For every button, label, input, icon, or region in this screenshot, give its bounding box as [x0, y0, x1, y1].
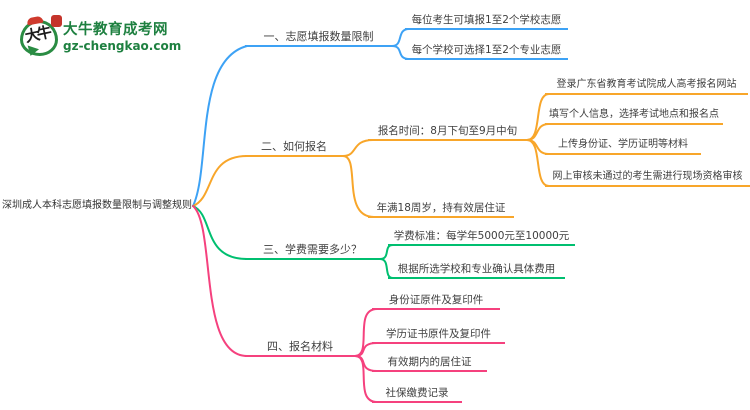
branch-4-connectors	[192, 205, 378, 403]
logo-brand-characters: 大牛	[23, 23, 51, 46]
branch-3-subtopic-2: 根据所选学校和专业确认具体费用	[388, 261, 565, 279]
branch-1-subtopic-2: 每个学校可选择1至2个专业志愿	[405, 42, 568, 60]
branch-1-connectors	[192, 28, 410, 207]
branch-2-subtopic-1-item-1: 登录广东省教育考试院成人高考报名网站	[545, 77, 748, 95]
site-domain: gz-chengkao.com	[63, 39, 182, 53]
branch-2-connectors	[192, 93, 550, 218]
logo-bubble-icon: 大牛	[20, 15, 62, 56]
branch-2-subtopic-1-item-2: 填写个人信息，选择考试地点和报名点	[545, 107, 723, 125]
branch-4-subtopic-2: 学历证书原件及复印件	[372, 326, 505, 344]
root-topic: 深圳成人本科志愿填报数量限制与调整规则	[2, 200, 192, 211]
branch-1-subtopic-1: 每位考生可填报1至2个学校志愿	[405, 12, 568, 30]
logo-text-block: 大牛教育成考网 gz-chengkao.com	[63, 22, 181, 54]
branch-4-subtopic-1: 身份证原件及复印件	[372, 292, 500, 310]
branch-2-topic: 二、如何报名	[245, 139, 343, 157]
branch-2-subtopic-2: 年满18周岁，持有效居住证	[368, 200, 514, 218]
branch-4-subtopic-4: 社保缴费记录	[372, 385, 462, 403]
branch-2-subtopic-1-item-3: 上传身份证、学历证明等材料	[545, 137, 701, 155]
branch-1-topic: 一、志愿填报数量限制	[245, 29, 392, 47]
branch-2-subtopic-1: 报名时间：8月下旬至9月中旬	[368, 123, 527, 141]
branch-2-subtopic-1-item-4: 网上审核未通过的考生需进行现场资格审核	[545, 169, 750, 187]
site-name: 大牛教育成考网	[63, 22, 168, 38]
branch-4-subtopic-3: 有效期内的居住证	[372, 354, 487, 372]
branch-3-subtopic-1: 学费标准：每学年5000元至10000元	[388, 228, 575, 246]
branch-3-topic: 三、学费需要多少？	[245, 242, 380, 260]
branch-4-topic: 四、报名材料	[245, 339, 355, 357]
logo-seal-icon	[51, 15, 62, 27]
site-logo: 大牛 大牛教育成考网 gz-chengkao.com	[20, 15, 181, 56]
